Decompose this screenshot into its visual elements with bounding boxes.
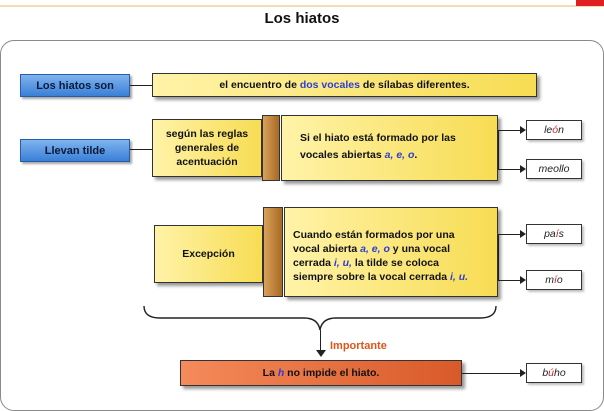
- corner-red-mark: [576, 0, 604, 6]
- closed-vowels-list: i, u.: [450, 271, 469, 283]
- closed-vowels-text: vocal abierta: [293, 243, 361, 255]
- open-vowels-rule-text: Si el hiato está formado por las vocales…: [300, 130, 487, 164]
- closed-vowels-text: la tilde se coloca: [351, 257, 439, 269]
- example-part: ho: [554, 367, 566, 379]
- arrow-down-icon: [316, 350, 326, 357]
- definition-highlight: dos vocales: [299, 79, 360, 91]
- general-rules-box: según las reglas generales de acentuació…: [152, 119, 262, 177]
- example-accent: í: [553, 274, 557, 286]
- arrow-line: [498, 169, 524, 170]
- connector-line: [130, 149, 152, 150]
- tag-llevan-tilde: Llevan tilde: [20, 139, 130, 162]
- arrow-line: [498, 280, 524, 281]
- example-part: meollo: [538, 163, 570, 175]
- important-label: Importante: [330, 340, 387, 352]
- open-vowels-text-after: .: [414, 149, 418, 161]
- arrow-head-icon: [520, 126, 526, 134]
- header-bar: [0, 0, 604, 40]
- closed-vowels-line: cerrada i, u, la tilde se coloca: [293, 256, 491, 270]
- important-text-after: no impide el hiato.: [284, 367, 380, 379]
- example-part: le: [544, 124, 553, 136]
- separator-block: [262, 115, 280, 181]
- arrow-head-icon: [520, 369, 526, 377]
- example-accent: ó: [552, 124, 559, 136]
- definition-text: el encuentro de dos vocales de sílabas d…: [219, 79, 469, 91]
- tag-hiatos-son: Los hiatos son: [20, 74, 130, 97]
- arrow-head-icon: [520, 165, 526, 173]
- exception-label: Excepción: [182, 248, 235, 260]
- letter-h: h: [277, 367, 285, 379]
- down-connector: [320, 330, 321, 352]
- definition-text-after: de sílabas diferentes.: [359, 79, 470, 91]
- important-box: La h no impide el hiato.: [180, 360, 462, 386]
- important-text-before: La: [262, 367, 278, 379]
- exception-box: Excepción: [154, 225, 263, 283]
- general-rules-text: según las reglas generales de acentuació…: [165, 128, 249, 168]
- example-bracket: [498, 234, 499, 280]
- arrow-line: [462, 373, 524, 374]
- closed-vowels-text: y una vocal: [389, 243, 450, 255]
- arrow-head-icon: [520, 276, 526, 284]
- closed-vowels-list: i, u,: [333, 257, 352, 269]
- arrow-line: [498, 130, 524, 131]
- open-vowels-rule-box: Si el hiato está formado por las vocales…: [281, 115, 498, 181]
- important-text: La h no impide el hiato.: [263, 367, 380, 379]
- definition-text-before: el encuentro de: [219, 79, 300, 91]
- page-title: Los hiatos: [264, 10, 340, 27]
- arrow-line: [498, 234, 524, 235]
- example-part: s: [558, 228, 564, 240]
- closed-vowels-line: vocal abierta a, e, o y una vocal: [293, 242, 491, 256]
- example-part: b: [542, 367, 549, 379]
- closed-vowels-line: Cuando están formados por una: [293, 229, 455, 241]
- connector-line: [130, 85, 154, 86]
- example-accent: ú: [548, 367, 554, 379]
- example-part: o: [556, 274, 563, 286]
- arrow-head-icon: [520, 230, 526, 238]
- example-bracket: [498, 130, 499, 169]
- tag-label: Llevan tilde: [44, 144, 106, 157]
- tag-label: Los hiatos son: [36, 79, 114, 92]
- example-part: pa: [544, 228, 556, 240]
- closed-vowels-rule-box: Cuando están formados por una vocal abie…: [284, 207, 498, 297]
- open-vowels-text-before: Si el hiato está formado por las vocales…: [300, 132, 456, 161]
- example-accent: í: [555, 228, 559, 240]
- example-part: n: [558, 124, 564, 136]
- open-vowels-list: a, e, o: [360, 243, 390, 255]
- closed-vowels-text: cerrada: [293, 257, 334, 269]
- example-meollo: meollo: [526, 159, 582, 179]
- closed-vowels-line: siempre sobre la vocal cerrada i, u.: [293, 270, 491, 284]
- header-top-line: [0, 5, 604, 7]
- open-vowels-list: a, e, o: [384, 149, 415, 161]
- example-part: m: [545, 274, 554, 286]
- definition-box: el encuentro de dos vocales de sílabas d…: [152, 73, 537, 97]
- closed-vowels-text: siempre sobre la vocal cerrada: [293, 271, 451, 283]
- separator-block: [263, 207, 283, 297]
